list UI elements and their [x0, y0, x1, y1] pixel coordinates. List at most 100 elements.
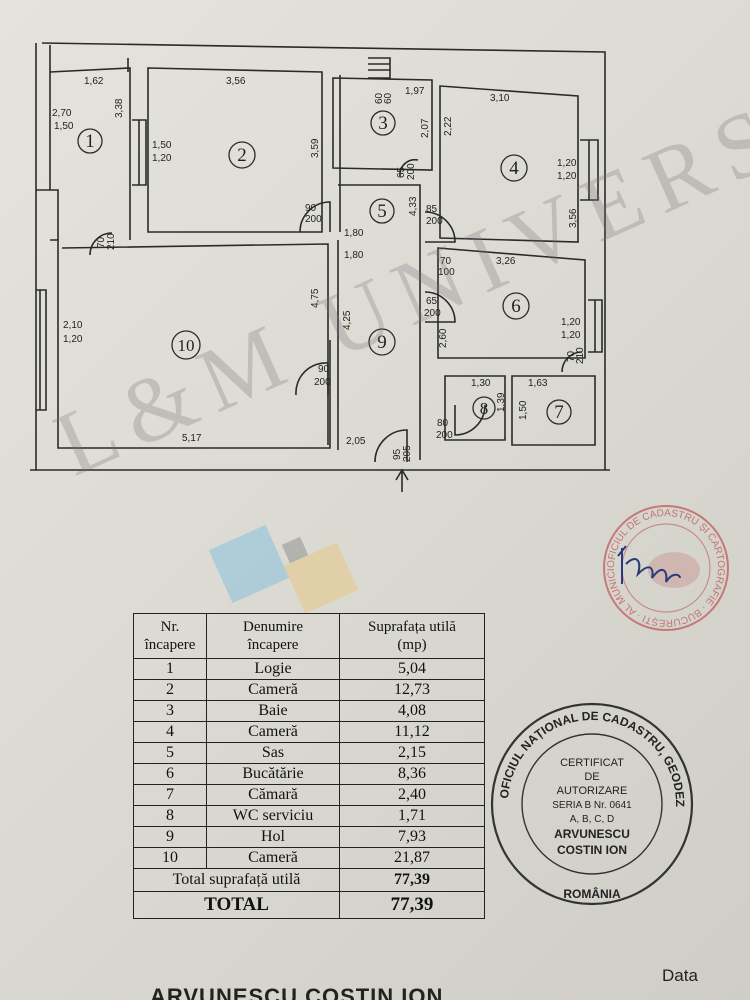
- total-value: 77,39: [339, 891, 485, 919]
- dimension-label: 1,80: [344, 250, 364, 261]
- total-useful-value: 77,39: [339, 868, 485, 892]
- red-cadastre-stamp: OFICIUL DE CADASTRU ȘI CARTOGRAFIE · BUC…: [596, 498, 729, 631]
- cell-area: 21,87: [339, 847, 485, 869]
- cell-name: Cămară: [206, 784, 340, 806]
- cell-nr: 9: [133, 826, 207, 848]
- dimension-label: 85: [426, 204, 438, 215]
- dimension-label: 1,20: [63, 334, 83, 345]
- cell-area: 11,12: [339, 721, 485, 743]
- cell-name: Cameră: [206, 679, 340, 701]
- dimension-label: 2,22: [443, 116, 454, 136]
- cell-nr: 5: [133, 742, 207, 764]
- dimension-label: 5,17: [182, 433, 202, 444]
- total-row: TOTAL 77,39: [133, 891, 485, 919]
- room-number: 2: [237, 145, 247, 166]
- cell-name: Cameră: [206, 721, 340, 743]
- dimension-label: 4,33: [408, 196, 419, 216]
- cell-nr: 4: [133, 721, 207, 743]
- dimension-label: 100: [438, 267, 455, 278]
- cell-name: Cameră: [206, 847, 340, 869]
- cell-nr: 7: [133, 784, 207, 806]
- dimension-label: 60: [383, 92, 394, 104]
- dimension-label: 70: [440, 256, 452, 267]
- dimension-label: 205: [402, 445, 413, 462]
- cell-nr: 6: [133, 763, 207, 785]
- dimension-label: 1,50: [152, 140, 172, 151]
- dimension-label: 200: [406, 163, 417, 180]
- dimension-label: 2,70: [52, 108, 72, 119]
- dimension-label: 1,62: [84, 76, 104, 87]
- dimension-label: 3,56: [226, 76, 246, 87]
- room-number: 9: [377, 332, 387, 353]
- dimension-label: 200: [426, 216, 443, 227]
- seal-line: DE: [584, 771, 599, 783]
- dimension-label: 95: [392, 448, 403, 460]
- room-number: 4: [509, 158, 519, 179]
- header-nr: Nr.încapere: [133, 613, 207, 659]
- dimension-label: 80: [437, 418, 449, 429]
- dimension-label: 210: [106, 233, 117, 250]
- room-number: 10: [178, 336, 195, 355]
- dimension-label: 3,26: [496, 256, 516, 267]
- dimension-label: 1,39: [496, 392, 507, 412]
- cell-area: 7,93: [339, 826, 485, 848]
- room-number: 5: [377, 201, 387, 222]
- dimension-label: 1,20: [561, 317, 581, 328]
- cell-name: Hol: [206, 826, 340, 848]
- dimension-label: 70: [566, 350, 577, 362]
- total-useful-label: Total suprafață utilă: [133, 868, 340, 892]
- dimension-label: 65: [396, 166, 407, 178]
- seal-country: ROMÂNIA: [563, 886, 621, 901]
- dimension-label: 70: [96, 236, 107, 248]
- dimension-label: 4,75: [310, 288, 321, 308]
- signature: [617, 545, 681, 584]
- cell-nr: 10: [133, 847, 207, 869]
- dimension-label: 3,59: [310, 138, 321, 158]
- dimension-label: 1,50: [54, 121, 74, 132]
- cell-name: Logie: [206, 658, 340, 680]
- seal-line: SERIA B Nr. 0641: [552, 800, 632, 811]
- dimension-label: 1,20: [557, 158, 577, 169]
- dimension-label: 3,10: [490, 93, 510, 104]
- dimension-label: 65: [426, 296, 438, 307]
- dimension-label: 1,50: [518, 400, 529, 420]
- cell-nr: 2: [133, 679, 207, 701]
- cell-name: Bucătărie: [206, 763, 340, 785]
- footer-name-cropped: ARVUNESCU COSTIN ION: [150, 984, 444, 1000]
- dimension-label: 200: [436, 430, 453, 441]
- seal-line: A, B, C, D: [570, 814, 614, 825]
- cell-area: 5,04: [339, 658, 485, 680]
- room-number: 3: [378, 113, 388, 134]
- dimension-label: 2,10: [63, 320, 83, 331]
- cell-area: 8,36: [339, 763, 485, 785]
- dimension-label: 4,25: [342, 310, 353, 330]
- dimension-label: 90: [318, 364, 330, 375]
- cell-area: 4,08: [339, 700, 485, 722]
- dimension-label: 3,38: [114, 98, 125, 118]
- date-label: Data: [662, 966, 698, 985]
- cell-area: 12,73: [339, 679, 485, 701]
- official-seal: OFICIUL NAȚIONAL DE CADASTRU, GEODEZIE Ș…: [487, 692, 694, 906]
- total-label: TOTAL: [133, 891, 340, 919]
- cell-area: 1,71: [339, 805, 485, 827]
- dimension-label: 210: [575, 347, 586, 364]
- dimension-label: 3,56: [568, 208, 579, 228]
- seal-line: CERTIFICAT: [560, 757, 624, 769]
- room-number: 8: [480, 399, 489, 418]
- cell-name: WC serviciu: [206, 805, 340, 827]
- dimension-label: 200: [305, 214, 322, 225]
- total-useful-row: Total suprafață utilă 77,39: [133, 868, 485, 892]
- dimension-label: 1,20: [152, 153, 172, 164]
- header-area: Suprafața utilă(mp): [339, 613, 485, 659]
- room-number: 1: [85, 131, 95, 152]
